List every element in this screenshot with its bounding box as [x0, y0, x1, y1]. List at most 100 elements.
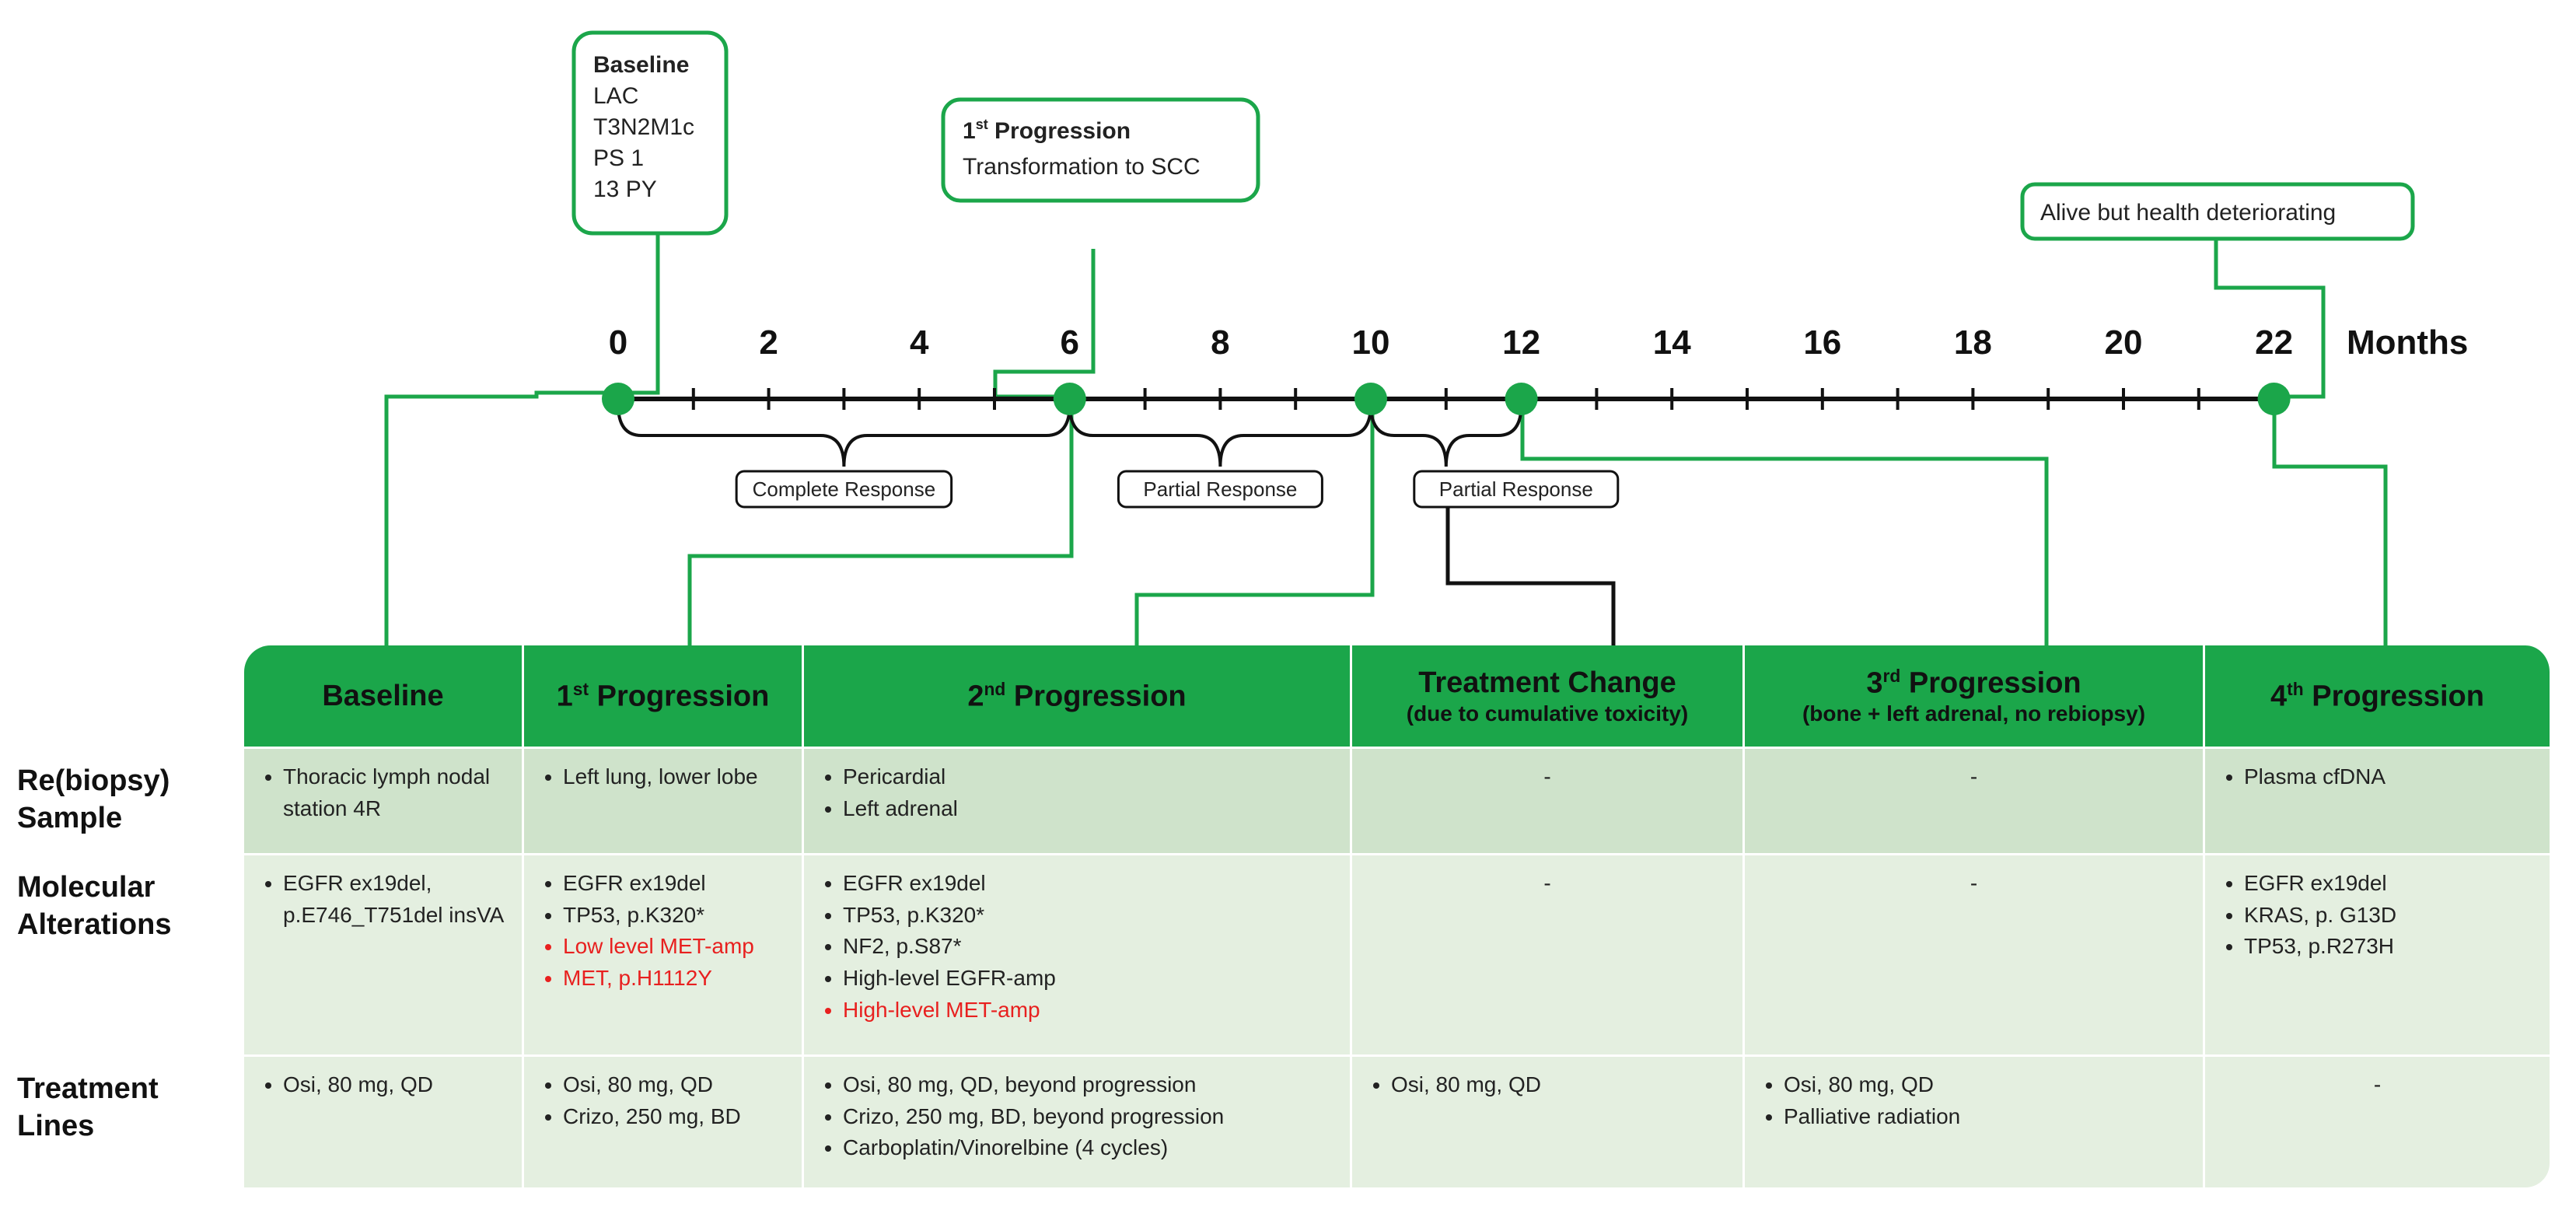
svg-text:Partial Response: Partial Response: [1439, 477, 1593, 501]
table-cell: Osi, 80 mg, QD, beyond progressionCrizo,…: [804, 1057, 1352, 1190]
connector-progression2-table: [1134, 397, 1375, 649]
table-corner: [11, 645, 244, 749]
column-header-label: Treatment Change: [1418, 666, 1676, 699]
column-header-number: 1: [556, 680, 573, 713]
baseline-callout-line: 13 PY: [593, 177, 657, 202]
column-header-number: 4: [2270, 680, 2288, 713]
list-item: EGFR ex19del, p.E746_T751del insVA: [283, 868, 508, 931]
row-header: Molecular Alterations: [11, 855, 244, 1058]
table-row: Re(biopsy) SampleThoracic lymph nodal st…: [11, 749, 2552, 856]
bullet-list: Thoracic lymph nodal station 4R: [258, 761, 508, 824]
list-item: Osi, 80 mg, QD: [1391, 1069, 1728, 1101]
list-item: MET, p.H1112Y: [563, 963, 788, 995]
table-cell: EGFR ex19delTP53, p.K320*Low level MET-a…: [524, 855, 804, 1058]
progression1-callout: 1st Progression Transformation to SCC: [941, 97, 1260, 203]
axis-tick-label: 0: [609, 323, 627, 362]
table-cell: -: [1745, 749, 2205, 856]
axis-tick-label: 14: [1653, 323, 1691, 362]
column-header-baseline: Baseline: [244, 645, 524, 749]
list-item: NF2, p.S87*: [843, 931, 1336, 963]
bullet-list: Osi, 80 mg, QD: [258, 1069, 508, 1101]
list-item: Carboplatin/Vinorelbine (4 cycles): [843, 1132, 1336, 1164]
event-marker: [1053, 383, 1086, 415]
column-header-label: Progression: [1005, 680, 1187, 713]
connector-baseline: [384, 233, 660, 649]
table-body: Re(biopsy) SampleThoracic lymph nodal st…: [11, 749, 2552, 1190]
response-label: Complete Response: [735, 470, 953, 509]
table-cell: Osi, 80 mg, QD: [244, 1057, 524, 1190]
column-header-label: Baseline: [322, 679, 444, 712]
progression1-callout-line: Transformation to SCC: [963, 154, 1201, 180]
table-cell: EGFR ex19delKRAS, p. G13DTP53, p.R273H: [2205, 855, 2552, 1058]
connector-progression3-table: [1520, 397, 2049, 649]
column-header-label: Progression: [1900, 666, 2081, 700]
connector-treatment-change: [1445, 505, 1616, 649]
table-cell: -: [1352, 855, 1745, 1058]
response-label: Partial Response: [1413, 470, 1620, 509]
column-header-ordinal: st: [572, 678, 589, 699]
list-item: EGFR ex19del: [563, 868, 788, 900]
list-item: Palliative radiation: [1784, 1101, 2189, 1133]
column-header-progression4: 4th Progression: [2205, 645, 2552, 749]
bullet-list: Osi, 80 mg, QDCrizo, 250 mg, BD: [538, 1069, 788, 1132]
column-header-progression3: 3rd Progression(bone + left adrenal, no …: [1745, 645, 2205, 749]
column-header-number: 3: [1866, 666, 1883, 700]
list-item: Osi, 80 mg, QD: [1784, 1069, 2189, 1101]
event-markers: [602, 383, 2291, 415]
list-item: Osi, 80 mg, QD: [283, 1069, 508, 1101]
response-braces: [617, 404, 1523, 467]
column-header-subtitle: (bone + left adrenal, no rebiopsy): [1802, 701, 2146, 726]
axis-tick-label: 6: [1061, 323, 1079, 362]
svg-text:Complete Response: Complete Response: [753, 477, 936, 501]
axis-tick-label: 2: [759, 323, 778, 362]
table-cell: PericardialLeft adrenal: [804, 749, 1352, 856]
row-header: Re(biopsy) Sample: [11, 749, 244, 856]
column-header-number: 2: [967, 680, 984, 713]
connector-alive-callout: [2214, 239, 2326, 399]
bullet-list: EGFR ex19delTP53, p.K320*Low level MET-a…: [538, 868, 788, 994]
table-row: Molecular Alterations EGFR ex19del, p.E74…: [11, 855, 2552, 1058]
bullet-list: Plasma cfDNA: [2219, 761, 2536, 793]
bullet-list: EGFR ex19delKRAS, p. G13DTP53, p.R273H: [2219, 868, 2536, 963]
response-brace: [617, 404, 1071, 467]
connector-progression4-table: [2272, 397, 2388, 649]
event-marker: [1354, 383, 1387, 415]
list-item: TP53, p.R273H: [2244, 931, 2536, 963]
axis-tick-label: 20: [2105, 323, 2143, 362]
table-header-row: Baseline 1st Progression 2nd Progression…: [11, 645, 2552, 749]
connector-progression1-callout: [993, 249, 1096, 399]
bullet-list: Osi, 80 mg, QD, beyond progressionCrizo,…: [818, 1069, 1336, 1164]
axis-tick-label: 12: [1502, 323, 1540, 362]
clinical-table: Baseline 1st Progression 2nd Progression…: [11, 645, 2552, 1190]
table-cell: Thoracic lymph nodal station 4R: [244, 749, 524, 856]
axis-tick-label: 8: [1211, 323, 1229, 362]
table-cell: EGFR ex19delTP53, p.K320*NF2, p.S87*High…: [804, 855, 1352, 1058]
column-header-treatment-change: Treatment Change(due to cumulative toxic…: [1352, 645, 1745, 749]
response-brace: [1369, 404, 1523, 467]
table-cell: Plasma cfDNA: [2205, 749, 2552, 856]
baseline-callout-line: PS 1: [593, 145, 644, 171]
list-item: Crizo, 250 mg, BD: [563, 1101, 788, 1133]
table-cell: Osi, 80 mg, QDCrizo, 250 mg, BD: [524, 1057, 804, 1190]
axis-tick-label: 4: [910, 323, 929, 362]
list-item: TP53, p.K320*: [843, 900, 1336, 932]
baseline-callout-title: Baseline: [593, 52, 689, 78]
list-item: Osi, 80 mg, QD: [563, 1069, 788, 1101]
table-cell: -: [1745, 855, 2205, 1058]
axis-tick-label: 10: [1352, 323, 1390, 362]
baseline-callout-line: T3N2M1c: [593, 114, 694, 140]
column-header-label: Progression: [589, 680, 770, 713]
event-marker: [1505, 383, 1538, 415]
response-brace: [1068, 404, 1372, 467]
event-marker: [2257, 383, 2291, 415]
table-cell: -: [2205, 1057, 2552, 1190]
clinical-table-grid: Baseline 1st Progression 2nd Progression…: [11, 645, 2552, 1190]
alive-callout: Alive but health deteriorating: [2020, 182, 2415, 241]
list-item: Crizo, 250 mg, BD, beyond progression: [843, 1101, 1336, 1133]
column-header-subtitle: (due to cumulative toxicity): [1406, 701, 1689, 726]
bullet-list: Left lung, lower lobe: [538, 761, 788, 793]
list-item: Left lung, lower lobe: [563, 761, 788, 793]
list-item: EGFR ex19del: [843, 868, 1336, 900]
column-header-label: Progression: [2303, 680, 2484, 713]
axis-tick-label: 16: [1803, 323, 1841, 362]
